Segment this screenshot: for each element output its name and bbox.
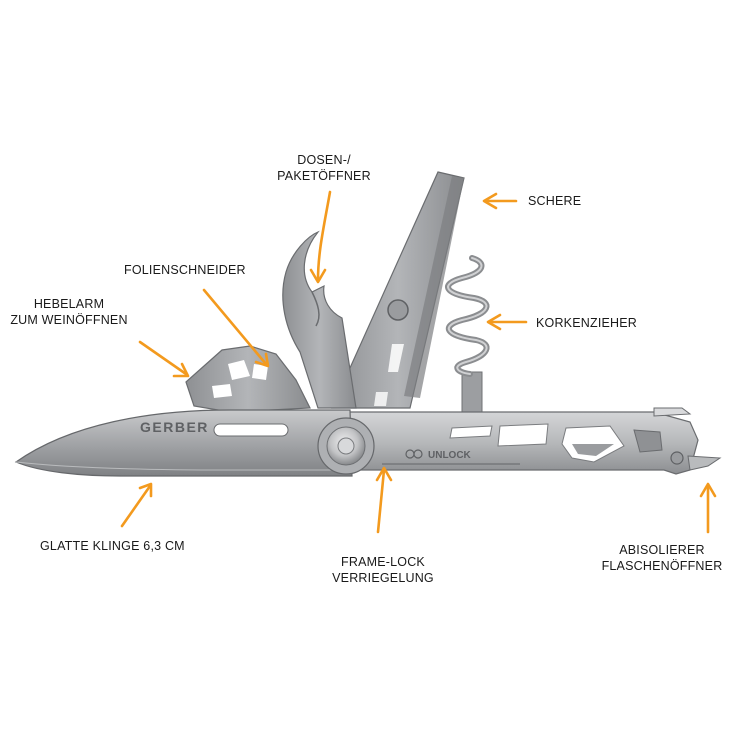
callout-hebel-line-2: ZUM WEINÖFFNEN xyxy=(10,313,128,327)
callout-folienschneider: FOLIENSCHNEIDER xyxy=(124,262,246,278)
arrowhead-klinge xyxy=(138,482,153,498)
callout-dosen-line-1: DOSEN-/ xyxy=(297,153,351,167)
callout-hebel-line-1: HEBELARM xyxy=(33,297,105,311)
brand-mark: GERBER xyxy=(140,419,209,435)
callout-dosen-line-2: PAKETÖFFNER xyxy=(277,169,371,183)
callout-hebelarm: HEBELARM ZUM WEINÖFFNEN xyxy=(2,296,136,328)
callout-frame-line-1: FRAME-LOCK xyxy=(341,555,425,569)
callout-arrows xyxy=(120,190,717,534)
callout-korkenzieher: KORKENZIEHER xyxy=(536,315,637,331)
callout-dosen-paket: DOSEN-/ PAKETÖFFNER xyxy=(268,152,380,184)
callout-klinge-line-1: GLATTE KLINGE 6,3 CM xyxy=(40,539,185,553)
arrowhead-hebel xyxy=(172,362,190,378)
arrow-klinge xyxy=(120,484,152,528)
callout-frame-line-2: VERRIEGELUNG xyxy=(332,571,434,585)
callout-kork-line-1: KORKENZIEHER xyxy=(536,316,638,330)
arrowhead-abisol xyxy=(699,482,717,498)
callout-frame-lock: FRAME-LOCK VERRIEGELUNG xyxy=(322,554,444,586)
callout-klinge: GLATTE KLINGE 6,3 CM xyxy=(40,538,185,554)
corkscrew xyxy=(445,255,490,413)
callout-abisol-line-2: FLASCHENÖFFNER xyxy=(601,559,723,573)
pivot xyxy=(317,417,375,475)
arrow-frame xyxy=(376,468,386,534)
arrowhead-schere xyxy=(482,192,498,210)
arrow-dosen xyxy=(316,190,332,282)
arrowhead-dosen xyxy=(309,268,327,284)
callout-abisolierer: ABISOLIERER FLASCHENÖFFNER xyxy=(592,542,732,574)
callout-schere-line-1: SCHERE xyxy=(528,194,582,208)
unlock-text: UNLOCK xyxy=(428,450,472,461)
callout-folie-line-1: FOLIENSCHNEIDER xyxy=(124,263,246,277)
arrowhead-kork xyxy=(486,313,502,331)
foil-cutter xyxy=(185,345,311,413)
can-opener xyxy=(282,230,357,409)
callout-abisol-line-1: ABISOLIERER xyxy=(619,543,705,557)
blade: GERBER xyxy=(14,409,353,477)
arrowhead-frame xyxy=(375,466,393,482)
scissors xyxy=(331,171,465,409)
callout-schere: SCHERE xyxy=(528,193,581,209)
arrow-folie xyxy=(202,288,268,366)
arrow-hebel xyxy=(138,340,188,376)
handle: UNLOCK xyxy=(345,407,722,475)
arrowhead-folie xyxy=(254,352,270,368)
